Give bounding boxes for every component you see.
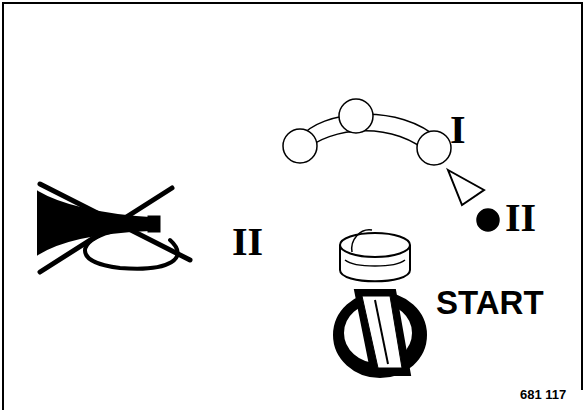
position-label: START [436, 286, 544, 319]
position-number: II [232, 222, 263, 262]
key-position-arc [283, 99, 499, 231]
figure-number: 681 117 [520, 388, 566, 401]
position-number: II [505, 198, 536, 238]
horn-symbol [38, 184, 190, 272]
ignition-key [334, 230, 426, 377]
frame [3, 3, 582, 410]
position-number: I [450, 110, 466, 150]
